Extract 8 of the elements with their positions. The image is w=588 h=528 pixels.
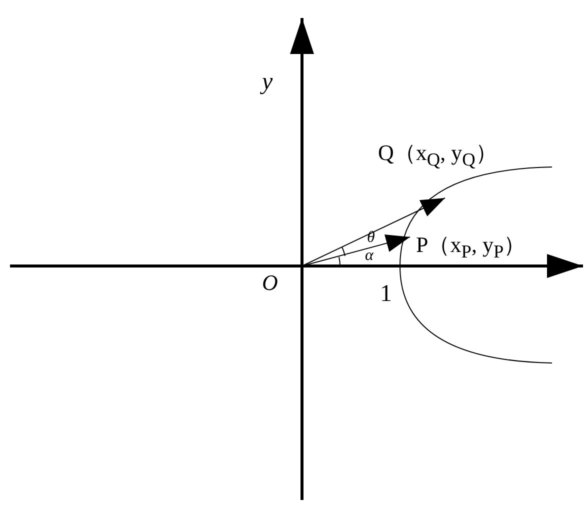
vector-arrow [302,198,446,266]
point-label: P（x$_{P}$, y$_{P}$） [416,234,526,261]
origin-label: O [262,272,278,294]
axis-label: y [262,70,273,94]
angle-label: α [365,248,374,264]
angle-label: θ [367,230,375,246]
tick-label: 1 [380,282,392,306]
point-label: Q（x$_{Q}$, y$_{Q}$） [378,142,498,169]
